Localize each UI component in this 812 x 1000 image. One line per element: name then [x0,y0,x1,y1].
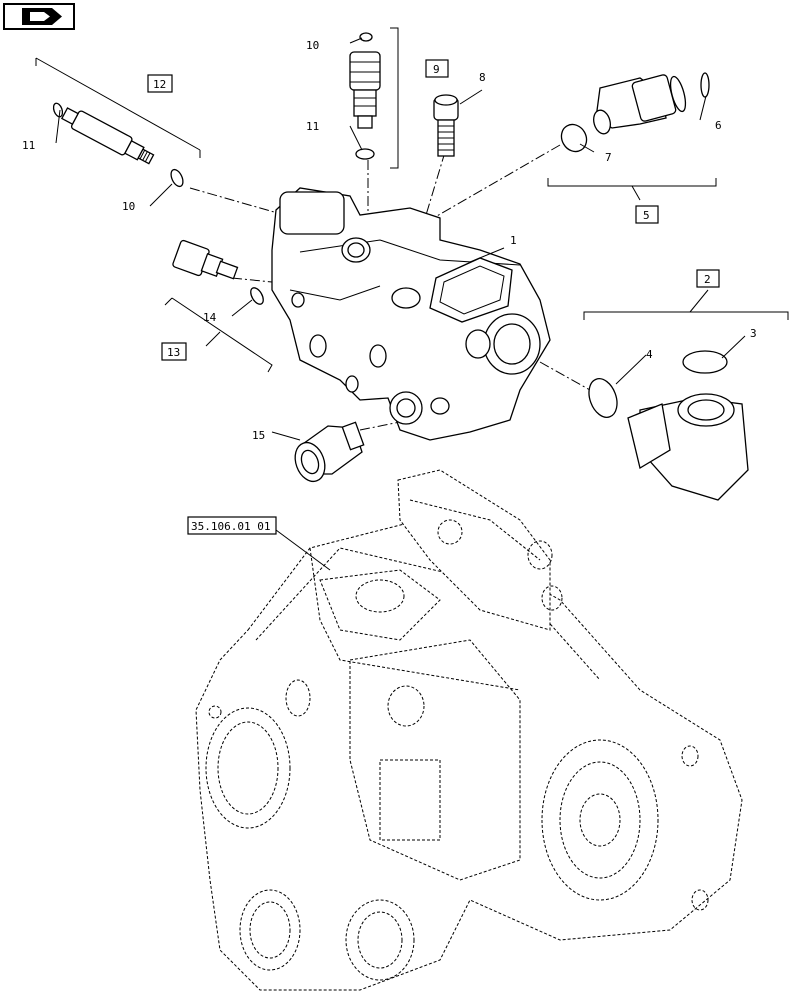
callout-5: 5 [643,209,650,222]
callout-9-box [425,59,449,78]
callout-11-top: 11 [306,120,319,133]
callout-8: 8 [479,71,486,84]
callout-15: 15 [252,429,265,442]
callout-1: 1 [510,234,517,247]
adapter-fitting-12 [35,57,201,188]
callouts: 10 11 9 8 12 11 10 6 7 5 1 2 3 4 14 13 1… [22,39,757,535]
fitting-13 [164,239,273,373]
callout-2-box [696,269,720,288]
valve-body-1 [271,187,551,441]
callout-5-box [635,205,659,224]
callout-14: 14 [203,311,217,324]
callout-2: 2 [704,273,711,286]
reference-box [187,516,277,535]
callout-10-left: 10 [122,200,135,213]
cap-screw-8 [433,94,459,157]
reference-label: 35.106.01 01 [191,520,270,533]
relief-cartridge-9 [349,27,399,169]
callout-3: 3 [750,327,757,340]
callout-12-box [147,74,173,93]
elbow-fitting-2 [583,311,789,501]
pump-assembly-ghost [195,469,743,991]
forward-arrow-icon[interactable] [3,3,75,30]
callout-10-top: 10 [306,39,319,52]
callout-11-left: 11 [22,139,35,152]
callout-7: 7 [605,151,612,164]
callout-9: 9 [433,63,440,76]
plug-15 [294,421,365,483]
leader-lines [55,37,746,571]
callout-6: 6 [715,119,722,132]
callout-12: 12 [153,78,166,91]
callout-13-box [161,342,187,361]
elbow-fitting-5 [547,72,717,187]
callout-13: 13 [167,346,180,359]
callout-4: 4 [646,348,653,361]
